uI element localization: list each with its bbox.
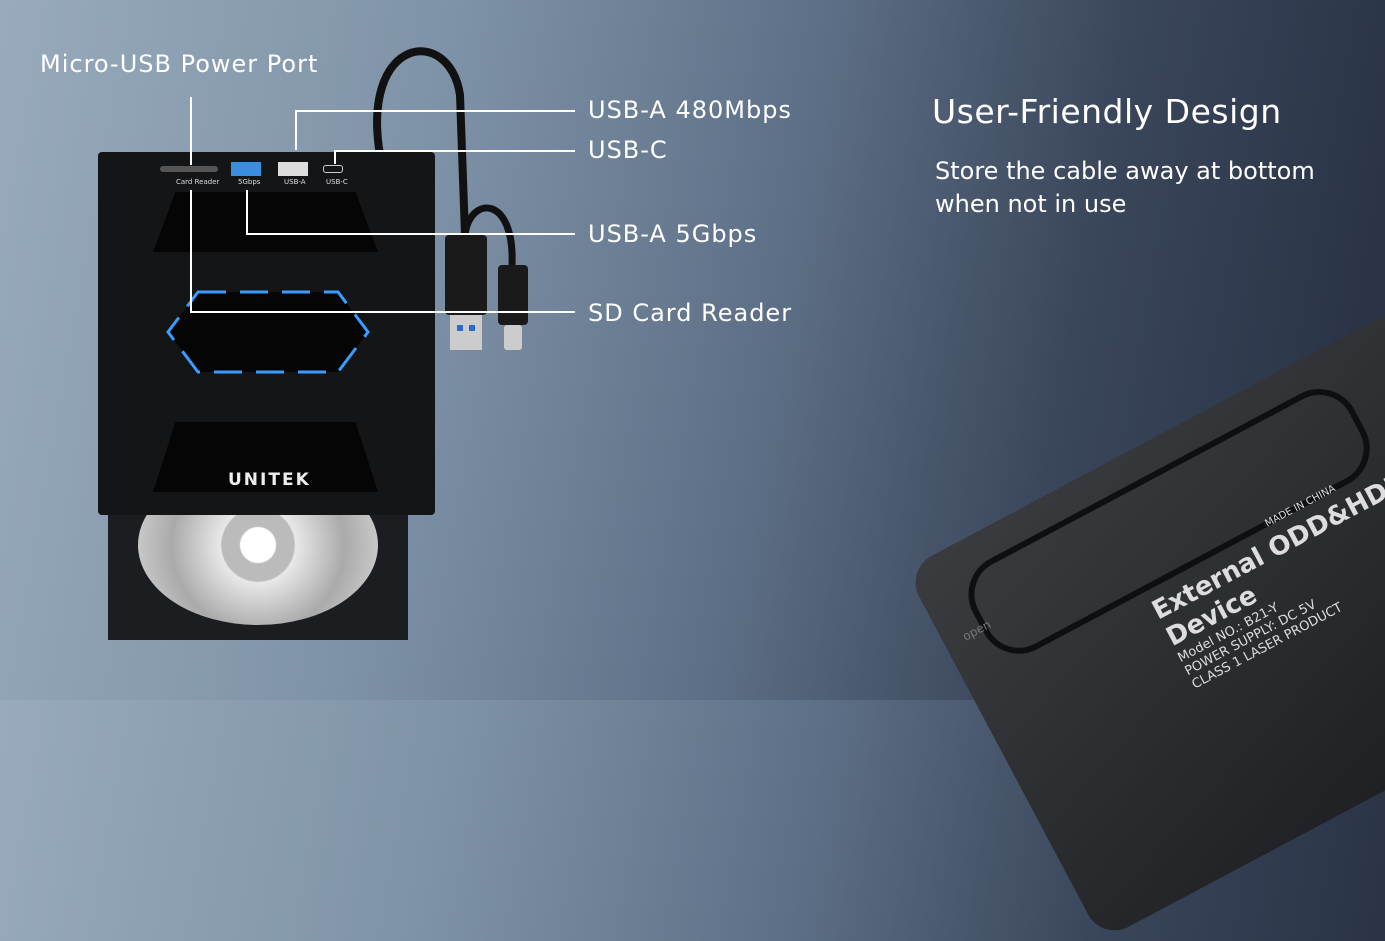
port-label: USB-A xyxy=(284,178,306,186)
callout-usb-a-5g: USB-A 5Gbps xyxy=(588,220,758,248)
usb-a-port xyxy=(278,162,308,176)
callout-micro-usb: Micro-USB Power Port xyxy=(40,50,319,78)
port-label: 5Gbps xyxy=(238,178,261,186)
hub-device: UNITEK xyxy=(98,152,435,515)
brand-logo: UNITEK xyxy=(228,470,311,490)
callout-sd-card: SD Card Reader xyxy=(588,299,793,327)
drive-bottom: open External ODD&HDD Device Model NO.: … xyxy=(905,278,1385,941)
port-label: Card Reader xyxy=(176,178,220,186)
feature-title: User-Friendly Design xyxy=(932,92,1282,131)
callout-usb-c: USB-C xyxy=(588,136,668,164)
feature-description-1: Store the cable away at bottom xyxy=(935,157,1315,185)
port-label: USB-C xyxy=(326,178,348,186)
callout-usb-a-480: USB-A 480Mbps xyxy=(588,96,792,124)
disc-tray xyxy=(108,465,408,640)
usb-cable xyxy=(373,47,528,350)
feature-description-2: when not in use xyxy=(935,190,1127,218)
usb-c-port xyxy=(323,165,343,173)
card-reader-slot xyxy=(160,166,218,172)
usb-a-5g-port xyxy=(231,162,261,176)
